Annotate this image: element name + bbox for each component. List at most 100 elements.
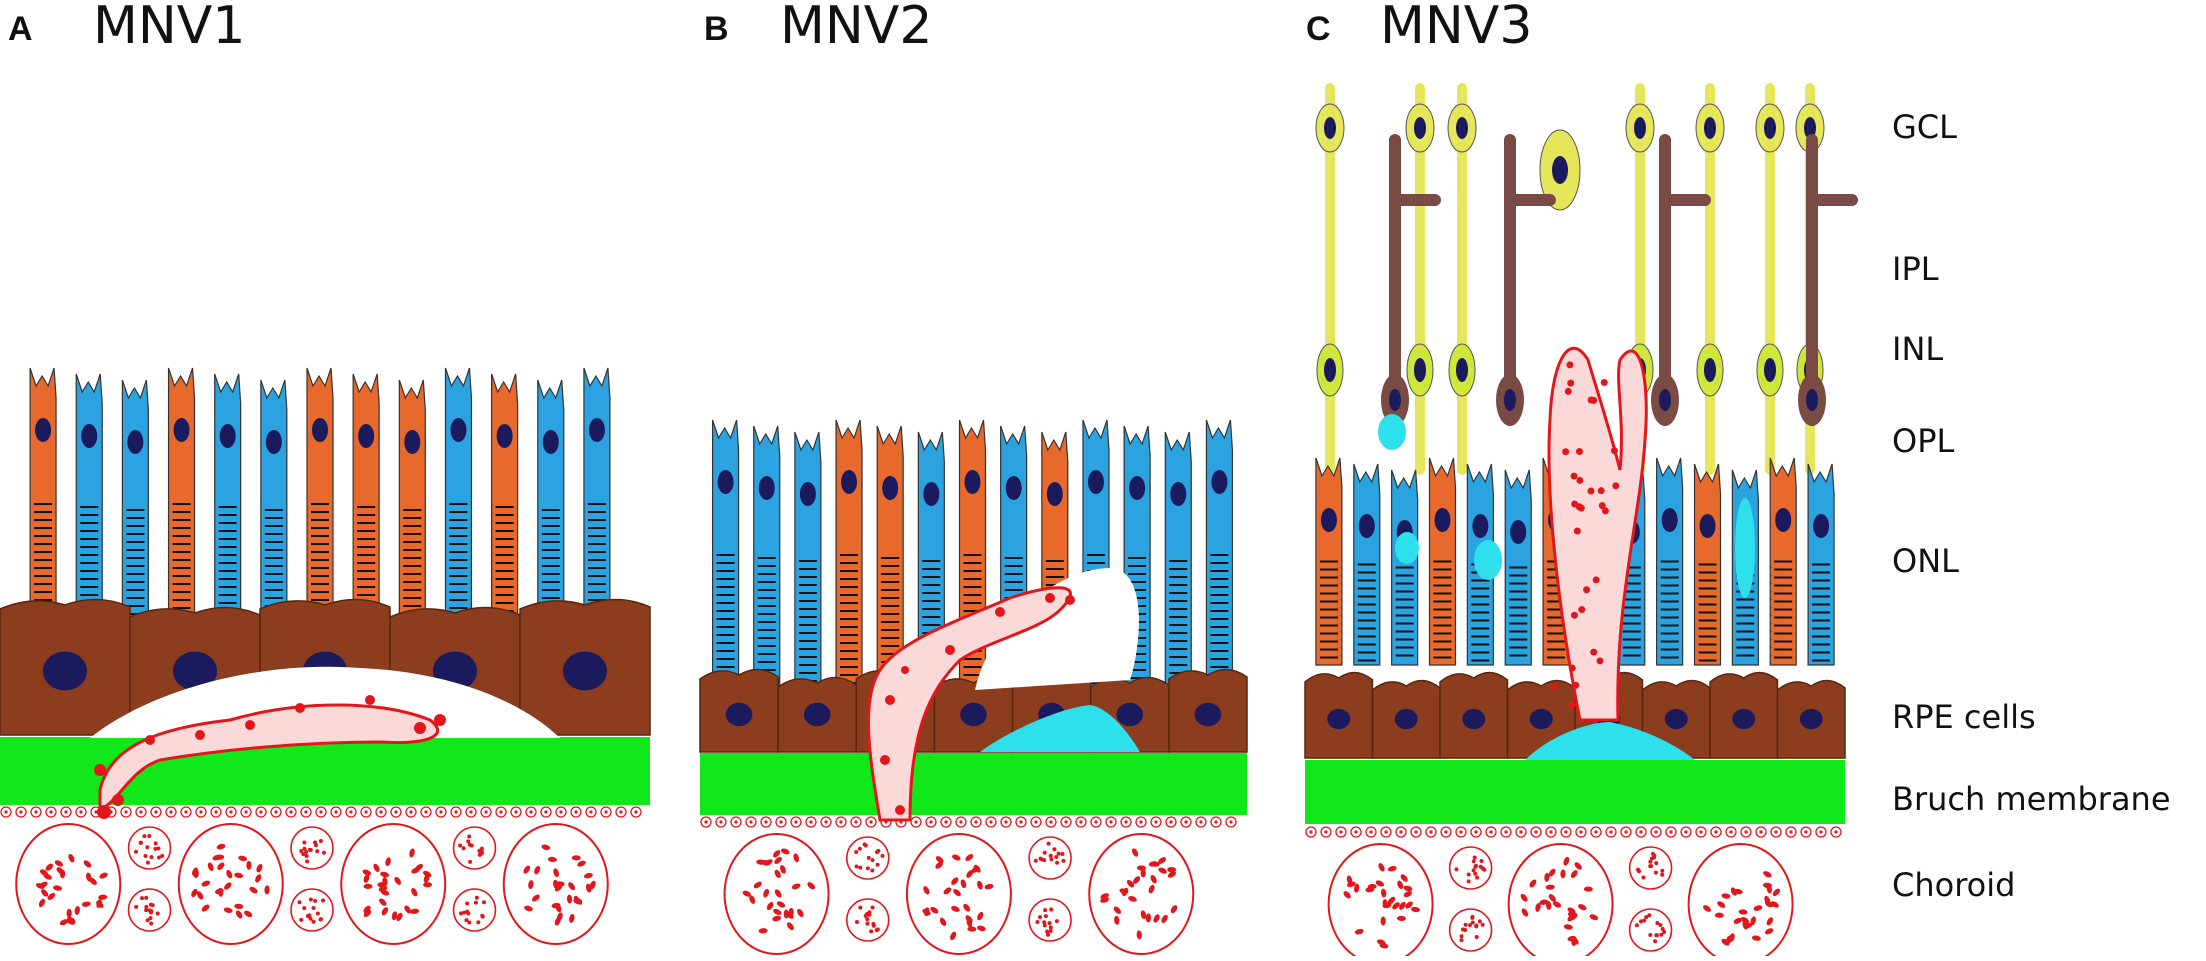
red-blood-cell bbox=[1520, 893, 1528, 902]
red-blood-cell bbox=[1583, 886, 1593, 892]
blood-cell bbox=[901, 666, 909, 674]
red-blood-cell bbox=[192, 867, 199, 877]
nucleus bbox=[1634, 117, 1646, 139]
red-blood-cell bbox=[234, 903, 244, 909]
blood-cell bbox=[1601, 507, 1609, 515]
muller-cell bbox=[1806, 134, 1858, 426]
red-blood-cell bbox=[753, 881, 762, 889]
blood-cell bbox=[1611, 447, 1619, 455]
rod-cell bbox=[1205, 419, 1234, 691]
rpe-nucleus bbox=[803, 702, 831, 727]
nucleus bbox=[1775, 508, 1792, 532]
nucleus bbox=[496, 424, 513, 448]
red-blood-cell bbox=[1136, 930, 1142, 940]
nucleus bbox=[173, 418, 190, 442]
cone-cell bbox=[835, 419, 863, 691]
red-blood-cell bbox=[1132, 876, 1141, 884]
red-blood-cell bbox=[214, 888, 224, 895]
red-blood-cell bbox=[1733, 888, 1743, 895]
red-blood-cell bbox=[571, 855, 581, 861]
bruch-membrane bbox=[1305, 760, 1845, 824]
red-blood-cell bbox=[1114, 915, 1120, 925]
red-blood-cell bbox=[380, 871, 390, 878]
red-blood-cell bbox=[1400, 874, 1408, 882]
red-blood-cell bbox=[1128, 896, 1137, 902]
rpe-nucleus bbox=[1664, 708, 1688, 730]
red-blood-cell bbox=[1399, 901, 1406, 910]
blood-cell bbox=[885, 695, 895, 705]
red-blood-cell bbox=[1113, 906, 1122, 914]
blood-cell bbox=[112, 794, 124, 806]
nucleus bbox=[1661, 508, 1678, 532]
red-blood-cell bbox=[573, 898, 583, 904]
red-blood-cell bbox=[1403, 890, 1413, 898]
nucleus bbox=[358, 424, 375, 448]
blood-cell bbox=[1065, 595, 1075, 605]
blood-cell bbox=[245, 720, 255, 730]
red-blood-cell bbox=[951, 877, 959, 885]
blood-cell bbox=[1566, 361, 1574, 369]
red-blood-cell bbox=[773, 908, 782, 916]
intraretinal-fluid bbox=[1378, 414, 1406, 450]
red-blood-cell bbox=[56, 867, 65, 875]
intraretinal-fluid bbox=[1395, 532, 1419, 564]
blood-cell bbox=[1551, 683, 1559, 691]
red-blood-cell bbox=[1354, 883, 1360, 893]
red-blood-cell bbox=[201, 904, 210, 912]
blood-cell bbox=[945, 645, 955, 655]
red-blood-cell bbox=[59, 919, 69, 926]
nucleus bbox=[1211, 470, 1228, 494]
red-blood-cell bbox=[1158, 867, 1167, 874]
red-blood-cell bbox=[39, 881, 48, 888]
nucleus bbox=[1552, 156, 1568, 184]
red-blood-cell bbox=[787, 922, 794, 931]
nucleus bbox=[450, 418, 467, 442]
nucleus bbox=[1804, 117, 1816, 139]
red-blood-cell bbox=[1552, 901, 1562, 908]
rpe-nucleus bbox=[1462, 708, 1486, 730]
nucleus bbox=[1389, 389, 1401, 411]
rod-cell bbox=[1504, 469, 1532, 666]
blood-cell bbox=[195, 730, 205, 740]
red-blood-cell bbox=[68, 853, 75, 863]
red-blood-cell bbox=[963, 903, 971, 912]
red-blood-cell bbox=[1381, 888, 1387, 898]
red-blood-cell bbox=[43, 873, 52, 880]
cone-cell bbox=[876, 425, 904, 691]
red-blood-cell bbox=[394, 876, 402, 885]
nucleus bbox=[1699, 514, 1716, 538]
rod-cell bbox=[1656, 457, 1684, 666]
red-blood-cell bbox=[201, 880, 211, 887]
red-blood-cell bbox=[411, 888, 418, 897]
rod-cell bbox=[1391, 469, 1419, 666]
nucleus bbox=[1324, 358, 1336, 382]
red-blood-cell bbox=[1122, 887, 1129, 897]
nucleus bbox=[1456, 358, 1468, 382]
red-blood-cell bbox=[410, 908, 420, 914]
rod-cell bbox=[917, 431, 945, 691]
red-blood-cell bbox=[965, 854, 974, 861]
red-blood-cell bbox=[379, 898, 387, 906]
red-blood-cell bbox=[66, 908, 72, 918]
cone-cell bbox=[398, 379, 426, 641]
red-blood-cell bbox=[191, 888, 198, 898]
red-blood-cell bbox=[256, 863, 263, 873]
red-blood-cell bbox=[255, 874, 262, 883]
rod-cell bbox=[444, 367, 473, 641]
red-blood-cell bbox=[235, 910, 243, 919]
nucleus bbox=[1510, 520, 1527, 544]
red-blood-cell bbox=[1167, 871, 1177, 878]
red-blood-cell bbox=[547, 856, 557, 863]
red-blood-cell bbox=[793, 853, 800, 863]
red-blood-cell bbox=[1397, 880, 1404, 890]
label-opl: OPL bbox=[1892, 422, 1955, 460]
nucleus bbox=[964, 470, 981, 494]
blood-cell bbox=[1600, 379, 1608, 387]
red-blood-cell bbox=[952, 854, 961, 861]
red-blood-cell bbox=[396, 912, 403, 922]
neovascular-complex bbox=[1547, 346, 1648, 722]
nucleus bbox=[312, 418, 328, 442]
nucleus bbox=[1472, 514, 1489, 538]
red-blood-cell bbox=[577, 860, 586, 867]
nucleus bbox=[1764, 358, 1776, 382]
